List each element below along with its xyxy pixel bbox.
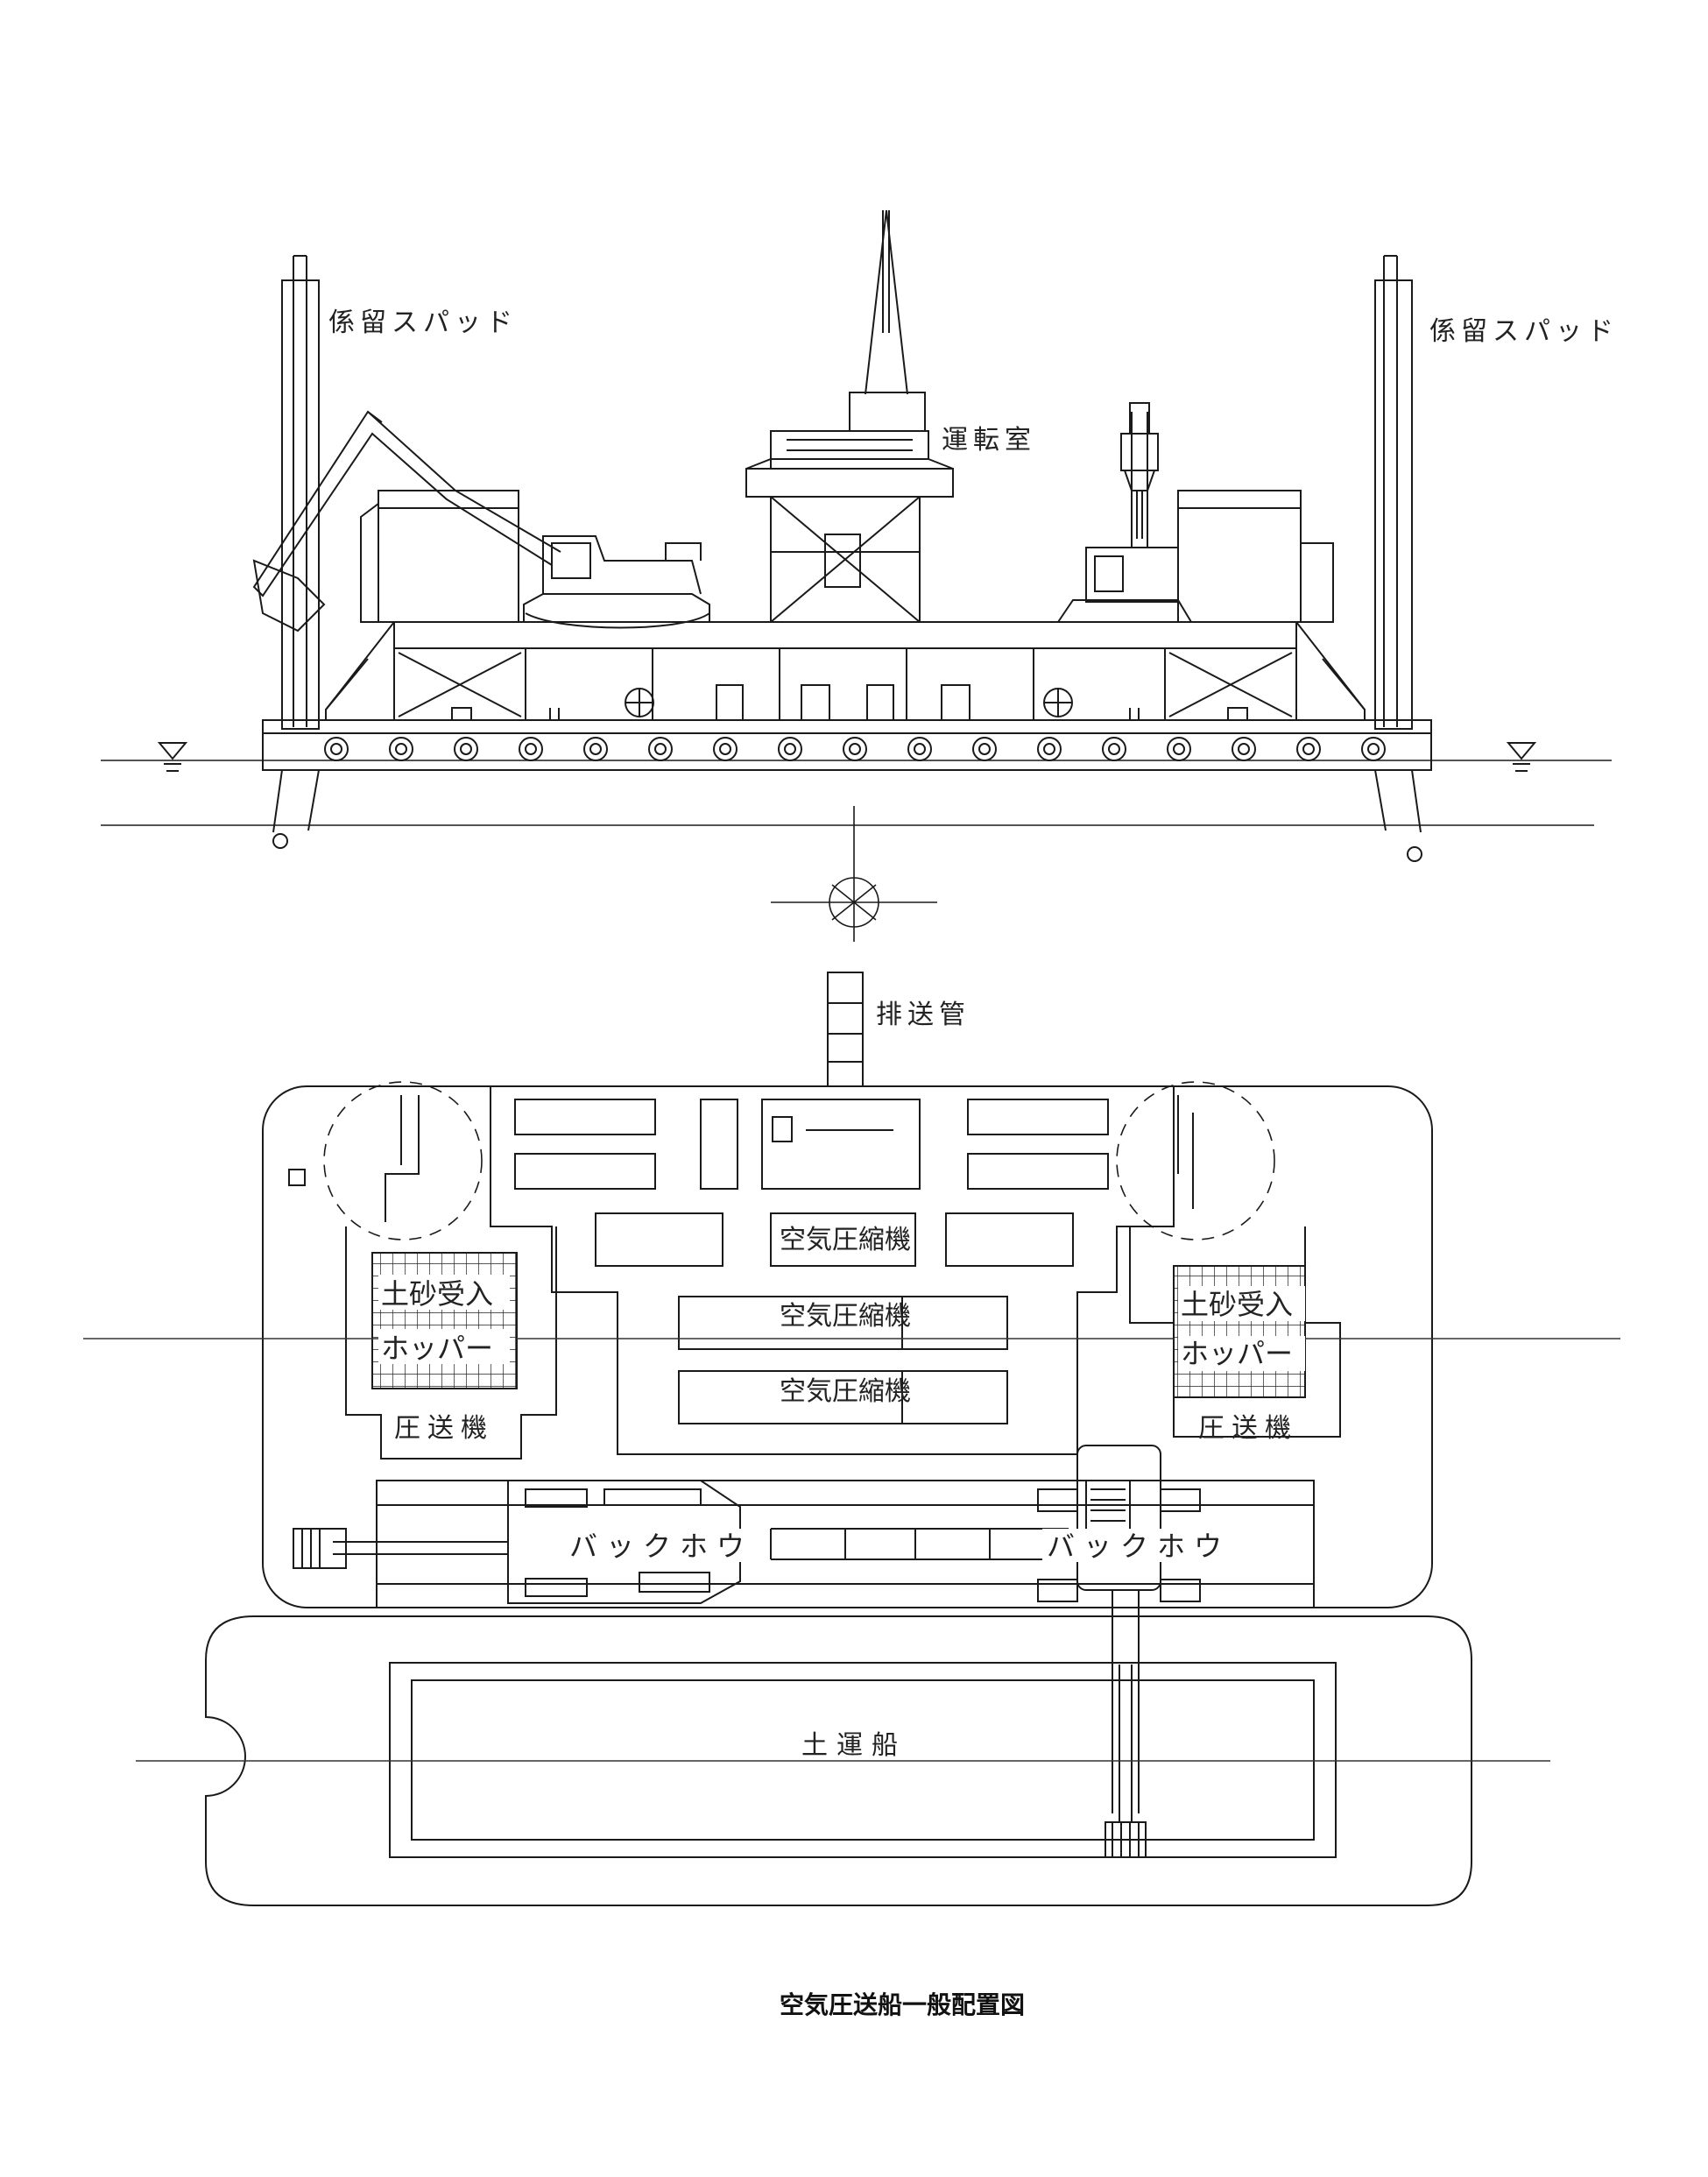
labels: 係留スパッド 係留スパッド 運転室 排送管 空気圧縮機 空気圧縮機 空気圧縮機 … bbox=[328, 307, 1619, 2019]
backhoe-right-plan bbox=[1037, 1445, 1201, 1858]
label-discharge-pipe: 排送管 bbox=[876, 1000, 970, 1030]
label-pump-left: 圧送機 bbox=[394, 1413, 494, 1444]
discharge-pipe bbox=[827, 972, 864, 1087]
label-compressor-1: 空気圧縮機 bbox=[780, 1225, 911, 1255]
compressor-1-box bbox=[595, 1212, 723, 1267]
backhoe-right-elevation bbox=[1056, 402, 1193, 623]
plan-centerlines bbox=[83, 1338, 1620, 1762]
backhoe-rail-track bbox=[376, 1480, 1315, 1608]
compressor-2-box bbox=[678, 1296, 1008, 1350]
machinery-boxes bbox=[514, 1099, 1109, 1190]
label-spud-left: 係留スパッド bbox=[328, 307, 518, 338]
water-level-symbol-right bbox=[1506, 742, 1537, 772]
deck-plate bbox=[262, 719, 1432, 734]
right-crane-circle bbox=[1116, 1081, 1275, 1240]
drawing-caption: 空気圧送船一般配置図 bbox=[780, 1990, 1025, 2019]
left-crane-circle bbox=[323, 1081, 483, 1240]
plan-view bbox=[83, 972, 1620, 1906]
compressor-1-box-right bbox=[945, 1212, 1074, 1267]
barge-hold-inner bbox=[411, 1679, 1315, 1841]
label-compressor-3: 空気圧縮機 bbox=[780, 1376, 911, 1407]
hull bbox=[262, 732, 1432, 771]
control-tower bbox=[745, 209, 954, 623]
label-hopper-left-1: 土砂受入 bbox=[381, 1277, 493, 1311]
label-control-room: 運転室 bbox=[942, 425, 1036, 456]
right-hopper-zone bbox=[1129, 1226, 1341, 1438]
label-barge: 土運船 bbox=[801, 1730, 907, 1761]
barge-hold-outer bbox=[389, 1662, 1337, 1858]
left-hopper-zone bbox=[345, 1226, 557, 1460]
label-pump-right: 圧送機 bbox=[1198, 1413, 1298, 1444]
backhoe-left-elevation bbox=[252, 410, 710, 633]
label-spud-right: 係留スパッド bbox=[1429, 316, 1619, 347]
mooring-spud-left bbox=[272, 255, 320, 849]
label-backhoe-right: バックホウ bbox=[1047, 1530, 1231, 1563]
label-hopper-left-2: ホッパー bbox=[381, 1332, 493, 1365]
label-hopper-right-1: 土砂受入 bbox=[1181, 1288, 1293, 1321]
backhoe-left-plan bbox=[293, 1480, 741, 1604]
label-backhoe-left: バックホウ bbox=[569, 1530, 753, 1563]
side-elevation bbox=[101, 209, 1612, 942]
right-hopper bbox=[1173, 1265, 1306, 1398]
label-compressor-2: 空気圧縮機 bbox=[780, 1301, 911, 1332]
hull-portholes bbox=[324, 737, 1386, 761]
machinery-enclosure bbox=[490, 1086, 1175, 1455]
deck-house bbox=[325, 621, 1366, 721]
mooring-spud-right bbox=[1374, 255, 1422, 862]
deck-equipment-boxes bbox=[360, 490, 1334, 623]
centerline-mark bbox=[771, 806, 937, 942]
water-level-symbol-left bbox=[157, 742, 188, 772]
compressor-1-box-center bbox=[770, 1212, 916, 1267]
label-hopper-right-2: ホッパー bbox=[1181, 1337, 1293, 1370]
compressor-3-box bbox=[678, 1370, 1008, 1424]
